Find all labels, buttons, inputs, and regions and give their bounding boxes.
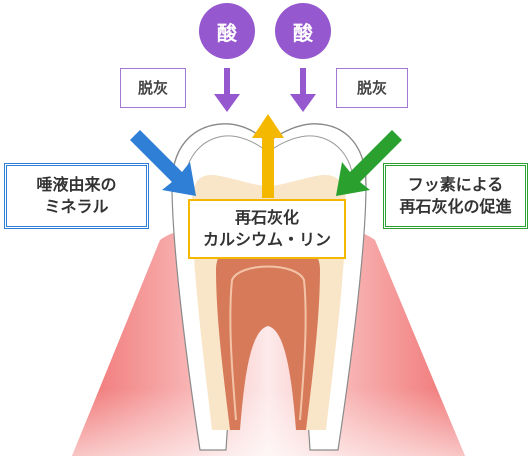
acid-circle-right: 酸 — [275, 3, 331, 59]
demineralization-label-left: 脱灰 — [120, 68, 186, 108]
saliva-arrow — [130, 130, 196, 196]
remineralization-line2: カルシウム・リン — [202, 230, 331, 249]
saliva-minerals-line1: 唾液由来の — [36, 175, 117, 195]
remineralization-arrow — [252, 114, 284, 198]
fluoride-promotion-line1: フッ素による — [407, 175, 504, 195]
remineralization-line1: 再石灰化 — [234, 208, 299, 228]
fluoride-promotion-box: フッ素による 再石灰化の促進 — [383, 163, 528, 229]
demineralization-label-right: 脱灰 — [336, 68, 408, 108]
acid-label-right: 酸 — [293, 20, 313, 45]
tooth-pulp — [216, 240, 320, 430]
fluoride-arrow — [336, 130, 402, 196]
saliva-minerals-box: 唾液由来の ミネラル — [4, 163, 149, 229]
saliva-minerals-line2: ミネラル — [44, 197, 109, 216]
remineralization-box: 再石灰化 カルシウム・リン — [188, 199, 346, 259]
acid-arrow-right — [290, 68, 316, 112]
acid-arrow-left — [214, 68, 240, 112]
acid-circle-left: 酸 — [199, 3, 255, 59]
acid-label-left: 酸 — [217, 20, 237, 45]
fluoride-promotion-line2: 再石灰化の促進 — [399, 197, 512, 216]
